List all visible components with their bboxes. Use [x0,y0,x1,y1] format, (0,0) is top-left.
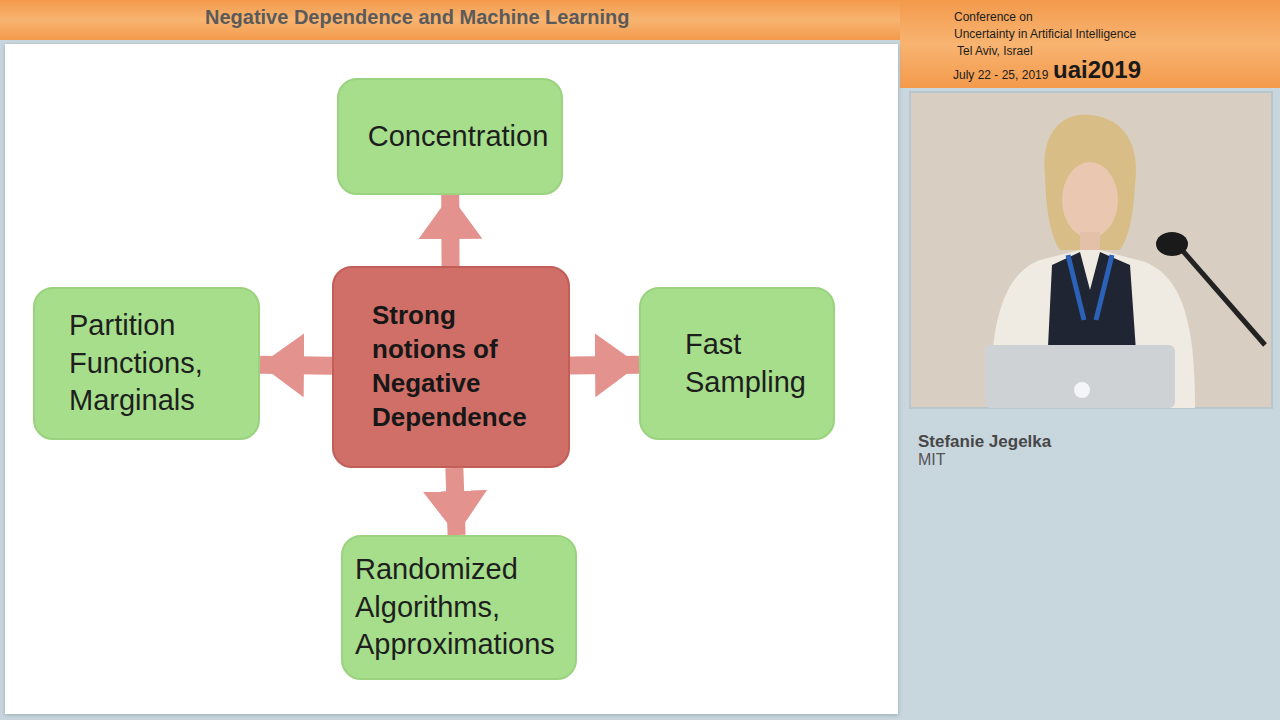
central-concept-box: Strong notions of Negative Dependence [332,266,570,468]
node-text: Fast Sampling [685,326,825,401]
header-band-right [900,0,1280,88]
conference-logo: uai2019 [1053,56,1141,84]
node-text: Randomized Algorithms, Approximations [355,551,575,664]
lanyard [1068,255,1112,320]
speaker-hair [1044,115,1135,250]
video-frame [910,92,1272,408]
speaker-video [910,92,1272,408]
arrow-connector [441,195,459,266]
arrow-connector [454,468,456,535]
concept-box: Partition Functions, Marginals [33,287,260,440]
node-text: Partition Functions, Marginals [69,307,239,420]
laptop [985,345,1175,408]
conference-name: Conference on [954,10,1033,24]
conference-name: Uncertainty in Artificial Intelligence [954,27,1136,41]
concept-box: Randomized Algorithms, Approximations [341,535,577,680]
conference-location: Tel Aviv, Israel [957,44,1033,58]
concept-box: Concentration [337,78,563,195]
mic-stand [1182,250,1265,345]
speaker-affiliation: MIT [918,451,946,469]
slide-panel [5,44,898,714]
slide-title: Negative Dependence and Machine Learning [205,6,630,29]
arrow-connector [570,356,639,375]
laptop-logo [1074,382,1090,398]
video-wall [910,92,1272,408]
concept-box: Fast Sampling [639,287,835,440]
microphone [1156,232,1188,256]
arrow-connector [260,356,332,375]
speaker-name: Stefanie Jegelka [918,432,1051,452]
node-text: Strong notions of Negative Dependence [372,299,544,434]
conference-dates: July 22 - 25, 2019 [953,68,1048,82]
node-text: Concentration [368,118,549,156]
speaker-face [1062,162,1118,238]
